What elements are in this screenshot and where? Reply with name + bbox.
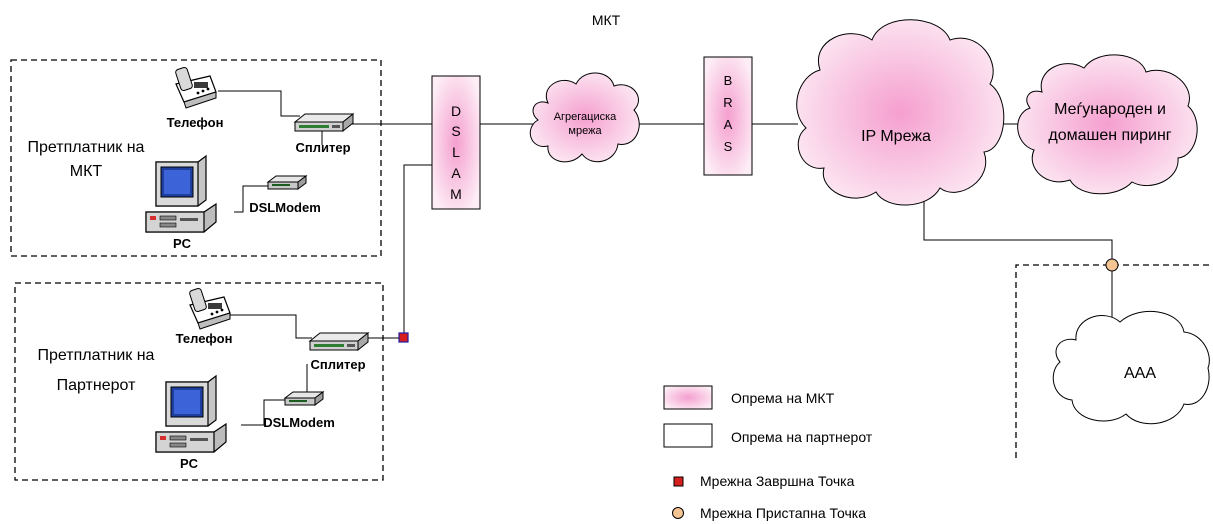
bras-letter: B [724, 73, 733, 88]
modem-label-partner: DSLModem [263, 415, 335, 430]
boundary-aaa-region [1015, 264, 1213, 458]
aggregation-label-line1: Агрегациска [554, 111, 617, 123]
aaa-server: AAA [1052, 310, 1210, 425]
peering-cloud [1017, 54, 1198, 195]
dslam-letter: M [450, 186, 462, 202]
legend-mkt-label: Опрема на МКТ [731, 390, 835, 406]
legend-termination-point-icon [673, 476, 684, 487]
line-ip-aaa [923, 200, 1113, 320]
line-ntp-dslam [403, 164, 432, 338]
pc-icon [155, 375, 227, 453]
legend-termination-label: Мрежна Завршна Точка [700, 473, 855, 489]
aggregation-label-line2: мрежа [568, 125, 602, 137]
phone-label-partner: Телефон [176, 331, 233, 346]
peering-label-line1: Меѓународен и [1054, 101, 1166, 118]
subscriber-partner-title-line2: Партнерот [57, 377, 136, 394]
ip-network-label: IP Мрежа [861, 128, 931, 145]
bras-letter: R [723, 95, 732, 110]
pc-label-mkt: PC [173, 236, 192, 251]
diagram-title: МКТ [592, 12, 621, 28]
pc-icon [145, 155, 217, 233]
line-pc-modem-mkt [234, 185, 268, 213]
aaa-label: AAA [1124, 365, 1156, 382]
legend: Опрема на МКТ Опрема на партнерот Мрежна… [663, 385, 873, 521]
legend-access-label: Мрежна Пристапна Точка [700, 505, 866, 521]
network-termination-point-icon [398, 332, 409, 343]
line-phone-splitter-partner [230, 314, 312, 339]
dslam-letter: D [451, 103, 461, 119]
subscriber-mkt-title-line1: Претплатник на [28, 139, 145, 156]
connection-lines [218, 90, 1113, 426]
subscriber-mkt-title-line2: МКТ [70, 163, 103, 180]
peering-label-line2: домашен пиринг [1048, 127, 1171, 144]
legend-partner-label: Опрема на партнерот [731, 429, 873, 445]
pc-label-partner: PC [180, 456, 199, 471]
dsl-modem-icon [284, 391, 324, 406]
ip-network-cloud [796, 19, 1005, 206]
boundary-mkt-subscriber [10, 59, 382, 257]
phone-label-mkt: Телефон [167, 115, 224, 130]
splitter-icon [294, 113, 354, 132]
legend-mkt-swatch [663, 385, 713, 410]
aggregation-network: Агрегациска мрежа [529, 72, 640, 163]
phone-icon [188, 287, 231, 330]
subscriber-mkt: Претплатник на МКТ Телефон Сплитер DSLMo… [28, 66, 354, 251]
bras-letter: S [724, 139, 733, 154]
bras: B R A S [703, 56, 753, 176]
dslam-letter: S [451, 123, 460, 139]
boundary-partner-subscriber [14, 282, 384, 481]
dsl-modem-icon [267, 175, 307, 190]
line-phone-splitter-mkt [218, 90, 300, 117]
subscriber-partner-title-line1: Претплатник на [38, 347, 155, 364]
splitter-label-mkt: Сплитер [295, 140, 350, 155]
legend-access-point-icon [672, 507, 684, 519]
modem-label-mkt: DSLModem [249, 200, 321, 215]
dslam: D S L A M [431, 75, 481, 210]
legend-partner-swatch [663, 423, 713, 448]
splitter-label-partner: Сплитер [310, 357, 365, 372]
dslam-box [431, 75, 481, 210]
bras-letter: A [724, 117, 733, 132]
peering-network: Меѓународен и домашен пиринг [1017, 54, 1198, 195]
network-access-point-icon [1105, 258, 1119, 272]
phone-icon [174, 66, 217, 109]
aaa-cloud [1052, 310, 1210, 425]
subscriber-partner: Претплатник на Партнерот Телефон Сплитер… [38, 287, 369, 471]
dslam-letter: L [452, 144, 460, 160]
aggregation-cloud [529, 72, 640, 163]
line-pc-modem-partner [241, 399, 285, 426]
dslam-letter: A [451, 165, 461, 181]
splitter-icon [309, 332, 369, 351]
boundaries [10, 59, 1213, 481]
ip-network: IP Мрежа [796, 19, 1005, 206]
bras-box [703, 56, 753, 176]
